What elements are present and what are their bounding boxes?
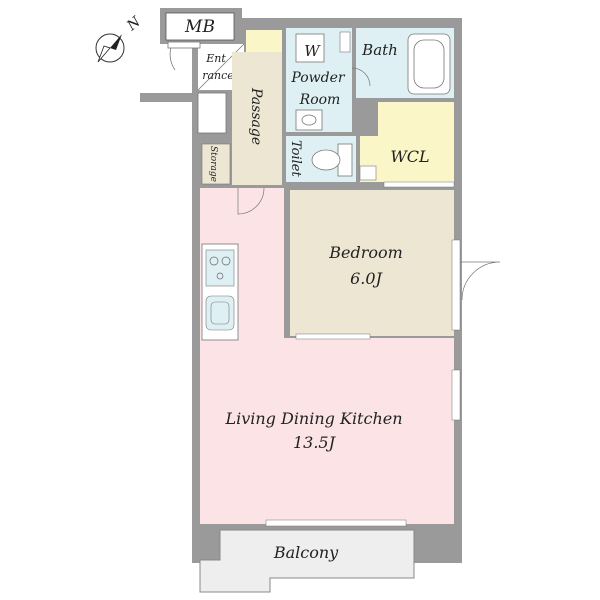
walk-in-closet: WCL <box>359 102 454 182</box>
stove <box>205 249 235 287</box>
ldk-size: 13.5J <box>293 433 337 452</box>
living-dining-kitchen: Living Dining Kitchen 13.5J <box>200 187 454 524</box>
entrance-door <box>167 41 201 71</box>
compass: N <box>95 13 144 63</box>
passage-label: Passage <box>248 87 264 145</box>
shoe-cabinet <box>197 92 227 134</box>
balcony-door <box>265 519 407 527</box>
powder-w-label: W <box>304 42 321 60</box>
wcl-label: WCL <box>390 147 429 166</box>
ldk-door <box>237 187 265 215</box>
bedroom-window-door <box>460 261 501 301</box>
powder-label-1: Powder <box>290 70 346 86</box>
balcony: Balcony <box>199 529 415 593</box>
compass-needle-icon <box>110 34 122 50</box>
bath-door <box>351 67 371 87</box>
toilet: Toilet <box>286 136 356 182</box>
bathtub <box>407 33 451 95</box>
storage: Storage <box>201 143 231 185</box>
bedroom-name: Bedroom <box>328 243 403 262</box>
entrance-label-2: rance <box>202 69 234 82</box>
bedroom-size: 6.0J <box>350 269 383 288</box>
washing-machine-space <box>295 33 325 63</box>
toilet-label: Toilet <box>288 140 303 177</box>
bedroom: Bedroom 6.0J <box>290 190 501 340</box>
entrance-label-1: Ent <box>205 52 226 65</box>
washbasin <box>295 109 323 131</box>
bedroom-sliding-door <box>295 333 371 340</box>
mb-label: MB <box>184 17 215 37</box>
compass-north-label: N <box>123 13 144 34</box>
balcony-label: Balcony <box>273 543 339 562</box>
mb-meter-box: MB <box>165 12 235 41</box>
toilet-bowl <box>311 149 341 171</box>
bath-label: Bath <box>361 41 398 59</box>
powder-label-2: Room <box>299 92 341 108</box>
bath: Bath <box>339 28 454 98</box>
kitchen-sink <box>205 295 235 331</box>
kitchen-counter <box>201 243 239 341</box>
passage: Passage <box>232 30 282 185</box>
ldk-name: Living Dining Kitchen <box>224 409 402 428</box>
storage-label: Storage <box>208 146 218 182</box>
